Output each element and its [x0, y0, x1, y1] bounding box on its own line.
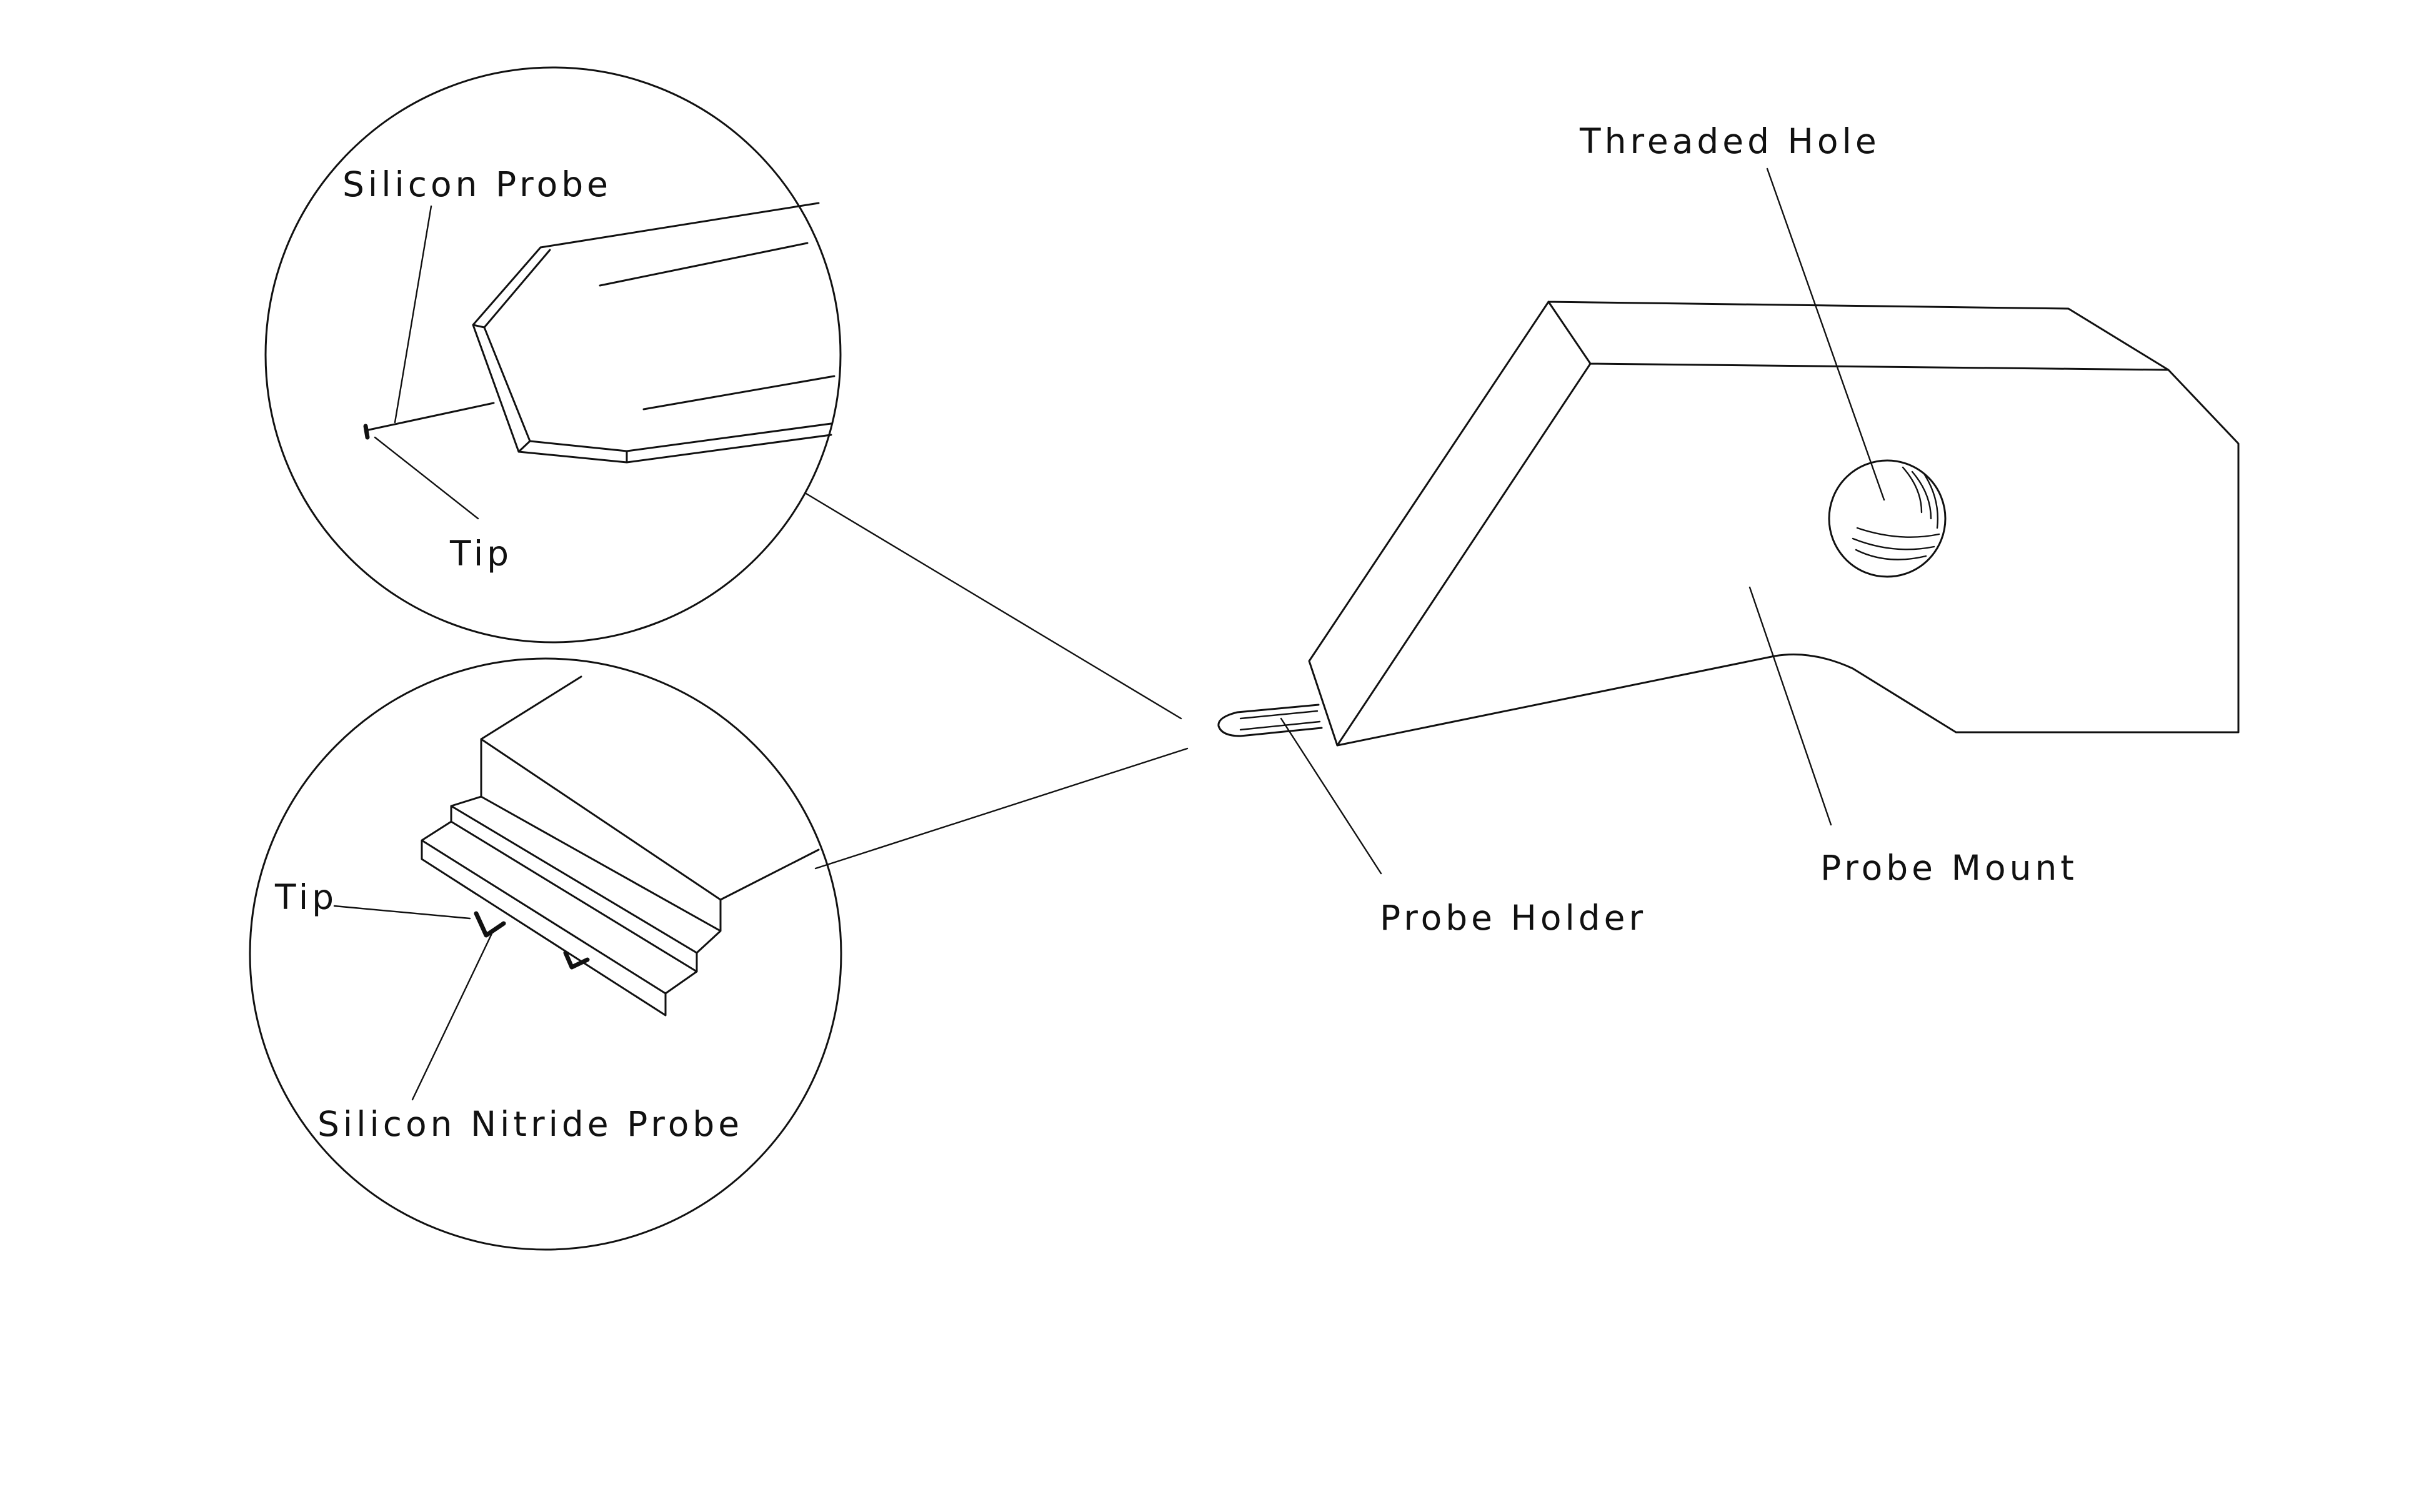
silicon-nitride-tip-mark — [474, 911, 506, 938]
tip-top-leader — [374, 436, 479, 520]
probe-holder-label: Probe Holder — [1380, 898, 1647, 938]
silicon-probe-edge-line — [642, 375, 835, 410]
probe-holder-pin — [1217, 704, 1323, 737]
thread-line — [1855, 549, 1927, 560]
probe-holder-pin-edge — [1239, 720, 1321, 731]
probe-mount-leader — [1748, 586, 1832, 826]
probe-mount-body — [1308, 301, 2240, 747]
probe-mount-label: Probe Mount — [1820, 848, 2078, 888]
thread-line — [1911, 470, 1932, 520]
silicon-probe-magnifier: Silicon Probe Tip — [264, 66, 842, 644]
threaded-hole-leader — [1766, 167, 1885, 501]
threaded-hole — [1828, 459, 1947, 578]
thread-line — [1923, 474, 1938, 529]
tip-bottom-label: Tip — [274, 877, 337, 917]
threaded-hole-circle — [1828, 459, 1947, 578]
probe-holder-pin-edge — [1239, 710, 1319, 720]
probe-holder — [1217, 704, 1323, 737]
thread-line — [1852, 537, 1935, 550]
probe-holder-leader — [1280, 717, 1382, 875]
silicon-nitride-probe-leader — [411, 928, 495, 1101]
magnifier-connector-top — [805, 492, 1182, 720]
silicon-nitride-probe-label: Silicon Nitride Probe — [317, 1104, 743, 1144]
probe-mount: Threaded Hole Probe Holder Probe Mount — [1217, 121, 2240, 938]
silicon-probe-leader — [394, 205, 432, 424]
silicon-nitride-probe-magnifier-circle — [249, 657, 842, 1251]
silicon-nitride-probe-chip — [421, 675, 820, 1017]
silicon-probe-edge-line — [599, 242, 809, 287]
silicon-probe-label: Silicon Probe — [342, 164, 612, 204]
tip-bottom-leader — [333, 905, 471, 920]
silicon-probe-cantilever — [472, 202, 832, 464]
silicon-probe-tip-mark — [363, 424, 370, 440]
tip-top-label: Tip — [449, 534, 512, 574]
thread-line — [1902, 466, 1923, 514]
silicon-probe-arm — [367, 402, 495, 431]
silicon-nitride-probe-magnifier: Tip Silicon Nitride Probe — [249, 657, 842, 1251]
threaded-hole-label: Threaded Hole — [1579, 121, 1880, 161]
silicon-probe-magnifier-circle — [264, 66, 842, 644]
magnifier-connector-bottom — [814, 747, 1189, 870]
silicon-nitride-tip-mark — [563, 950, 590, 970]
thread-line — [1856, 527, 1940, 538]
